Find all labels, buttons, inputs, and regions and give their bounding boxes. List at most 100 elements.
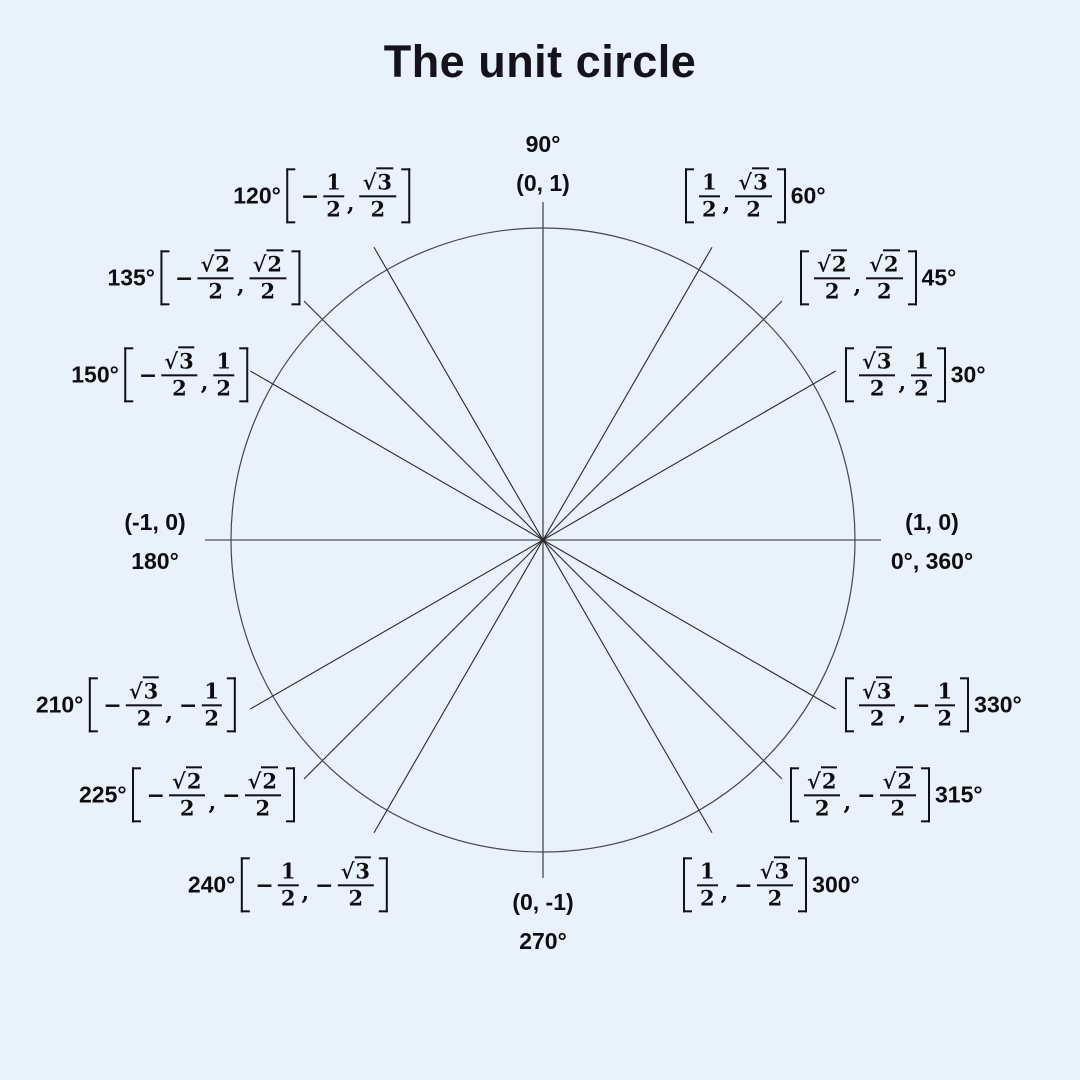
comma: , (301, 879, 310, 905)
radial-line-150deg (250, 370, 836, 710)
comma: , (898, 699, 907, 725)
minus-sign: − (103, 692, 122, 718)
close-bracket (291, 250, 300, 306)
close-bracket (239, 347, 248, 403)
angle-degree-text: 240° (187, 871, 236, 898)
minus-sign: − (255, 872, 274, 898)
open-bracket (800, 250, 809, 306)
point-label-line: 0°, 360° (890, 548, 974, 574)
open-bracket (790, 767, 799, 823)
angle-degree-text: 225° (79, 781, 127, 808)
label-90: 90°(0, 1) (516, 125, 570, 203)
angle-degree-text: 120° (233, 182, 281, 209)
minus-sign: − (912, 692, 931, 718)
close-bracket (227, 677, 236, 733)
comma: , (346, 190, 355, 216)
angle-degree-text: 30° (950, 361, 986, 388)
minus-sign: − (138, 362, 158, 388)
minus-sign: − (315, 872, 334, 898)
open-bracket (240, 857, 250, 913)
close-bracket (379, 857, 388, 913)
minus-sign: − (175, 265, 194, 291)
open-bracket (123, 347, 133, 403)
open-bracket (88, 677, 98, 733)
angle-degree-text: 300° (812, 871, 860, 898)
minus-sign: − (178, 692, 198, 718)
page-title: The unit circle (383, 36, 697, 87)
close-bracket (936, 347, 946, 403)
close-bracket (286, 767, 295, 823)
unit-circle-outline (230, 227, 856, 853)
comma: , (208, 789, 217, 815)
label-0: (1, 0)0°, 360° (891, 503, 973, 581)
minus-sign: − (146, 782, 166, 808)
comma: , (165, 699, 173, 725)
angle-degree-text: 315° (934, 781, 983, 808)
minus-sign: − (300, 183, 320, 209)
comma: , (236, 272, 245, 298)
open-bracket (845, 347, 854, 403)
comma: , (200, 369, 209, 395)
open-bracket (685, 168, 694, 224)
comma: , (898, 369, 907, 395)
close-bracket (776, 168, 786, 224)
open-bracket (845, 677, 854, 733)
point-label-line: 270° (519, 928, 567, 954)
open-bracket (131, 767, 141, 823)
angle-degree-text: 150° (71, 361, 119, 388)
label-180: (-1, 0)180° (124, 503, 185, 581)
minus-sign: − (734, 872, 753, 898)
open-bracket (683, 857, 692, 913)
open-bracket (160, 250, 170, 306)
label-270: (0, -1)270° (512, 883, 573, 961)
point-label-line: 90° (525, 131, 561, 157)
comma: , (720, 879, 729, 905)
